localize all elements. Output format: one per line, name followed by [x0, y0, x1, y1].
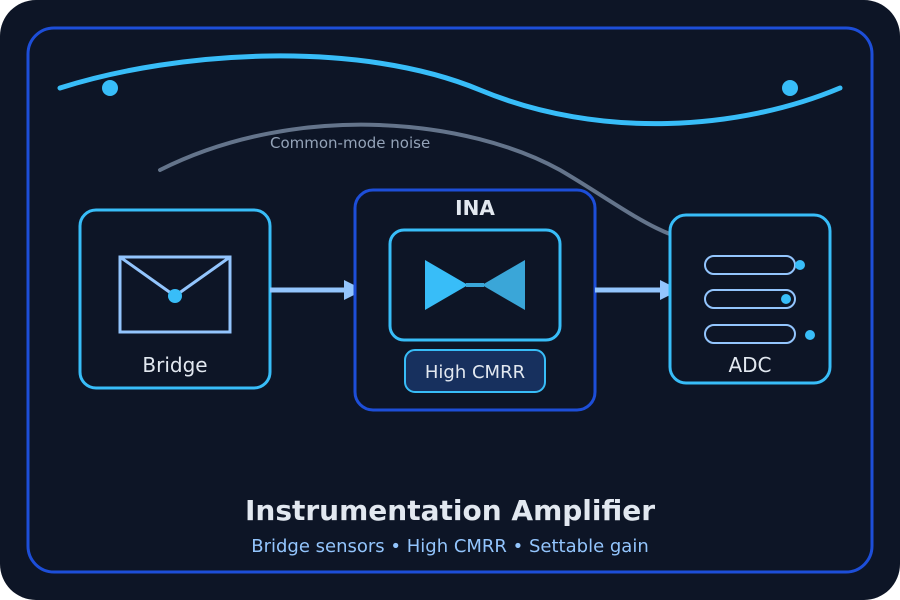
differential-wave [57, 53, 843, 127]
wave-dot-left [102, 80, 118, 96]
wave-dot-right [782, 80, 798, 96]
high-cmrr-badge-label: High CMRR [425, 362, 525, 383]
common-mode-noise-label: Common-mode noise [270, 134, 430, 152]
stacked-bars-icon [704, 255, 815, 344]
bowtie-amplifier-icon [425, 260, 525, 310]
footer-title: Instrumentation Amplifier [245, 494, 655, 527]
footer-subtitle: Bridge sensors • High CMRR • Settable ga… [251, 536, 649, 557]
bridge-label: Bridge [142, 353, 207, 377]
outer-frame [26, 26, 874, 574]
high-cmrr-badge [404, 349, 546, 393]
envelope-icon [118, 255, 232, 334]
common-mode-noise-path [158, 122, 714, 251]
adc-label: ADC [728, 353, 771, 377]
ina-title: INA [455, 196, 495, 220]
